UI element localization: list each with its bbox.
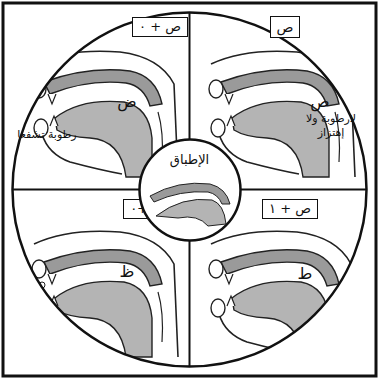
label-box: ص xyxy=(270,16,301,38)
label-box: ص + ١ xyxy=(262,199,318,220)
note-label: رطوبة تشفعا xyxy=(14,128,80,142)
node-title: الإطباق xyxy=(138,138,242,167)
box-label: ص + ١ xyxy=(269,201,311,218)
note-label: لارطوبة ولا إهتزاز xyxy=(298,112,364,141)
letter-label: ط xyxy=(290,264,320,285)
label-box: ص + ٠ xyxy=(132,17,188,38)
letter-label: ظ xyxy=(112,262,142,283)
box-label: ص + ٠ xyxy=(139,19,181,36)
letter-label: ص xyxy=(305,92,335,113)
box-label: ص xyxy=(277,18,294,36)
center-circle: الإطباق xyxy=(138,138,242,242)
letter-label: ض xyxy=(112,92,142,113)
